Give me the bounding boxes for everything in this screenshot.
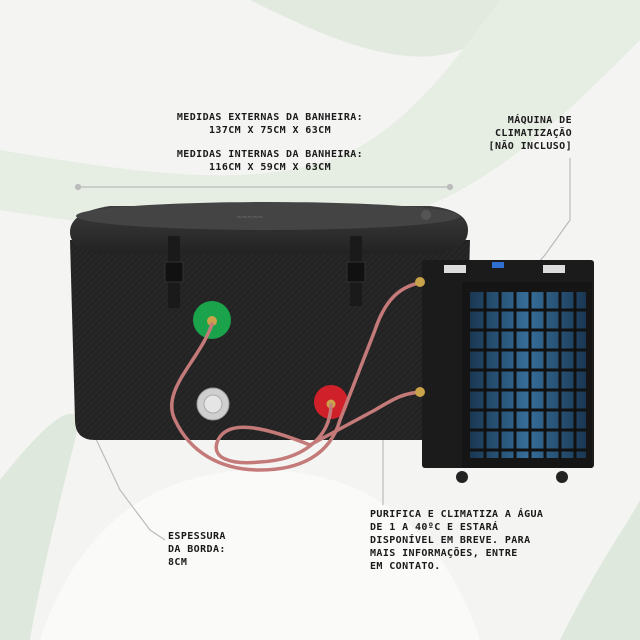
external-dimensions-label: MEDIDAS EXTERNAS DA BANHEIRA: 137CM X 75… xyxy=(170,111,370,137)
hose-red xyxy=(214,390,427,465)
purify-line3: DISPONÍVEL EM BREVE. PARA xyxy=(370,535,531,546)
chiller-wheel-left xyxy=(456,471,468,483)
purify-description: PURIFICA E CLIMATIZA A ÁGUA DE 1 A 40ºC … xyxy=(370,508,570,573)
purify-line2: DE 1 A 40ºC E ESTARÁ xyxy=(370,522,499,533)
drain-plug-inner xyxy=(203,394,223,414)
purify-line1: PURIFICA E CLIMATIZA A ÁGUA xyxy=(370,509,544,520)
tub-body-shade xyxy=(70,240,470,440)
machine-label-line3: [NÃO INCLUSO] xyxy=(488,141,572,152)
bg-white-arc xyxy=(40,470,480,640)
chiller-machine xyxy=(415,260,594,483)
external-dimensions-value: 137CM X 75CM X 63CM xyxy=(209,125,331,136)
chiller-wheel-right xyxy=(556,471,568,483)
internal-dimensions-label: MEDIDAS INTERNAS DA BANHEIRA: 116CM X 59… xyxy=(170,148,370,174)
bg-green-swoosh-bottom-right xyxy=(560,500,640,640)
machine-label-line2: CLIMATIZAÇÃO xyxy=(494,128,572,139)
border-label-line2: DA BORDA: xyxy=(168,544,226,555)
chiller-port-top xyxy=(415,277,425,287)
purify-line4: MAIS INFORMAÇÕES, ENTRE xyxy=(370,548,518,559)
internal-dimensions-value: 116CM X 59CM X 63CM xyxy=(209,162,331,173)
width-line-end-dot xyxy=(446,183,454,191)
machine-label: MÁQUINA DE CLIMATIZAÇÃO [NÃO INCLUSO] xyxy=(462,114,572,153)
width-line-start-dot xyxy=(74,183,82,191)
green-valve-fitting xyxy=(207,316,217,326)
border-label-line3: 8CM xyxy=(168,557,188,568)
border-thickness-label: ESPESSURA DA BORDA: 8CM xyxy=(168,530,268,569)
ice-bath-tub: ~~~~~ xyxy=(70,202,470,440)
machine-label-line1: MÁQUINA DE xyxy=(507,115,572,126)
hoses xyxy=(169,280,427,472)
lid-valve xyxy=(421,210,431,220)
border-label-line1: ESPESSURA xyxy=(168,531,226,542)
hose-green xyxy=(169,280,427,472)
tub-lid-top xyxy=(76,202,460,230)
bg-green-swoosh-bottom-left xyxy=(0,413,80,640)
chiller-coil-grid xyxy=(470,292,586,458)
strap-buckle-left xyxy=(164,261,184,283)
border-leader-line xyxy=(79,404,166,541)
strap-buckle-right xyxy=(346,261,366,283)
chiller-handle-right xyxy=(543,265,565,273)
purify-line5: EM CONTATO. xyxy=(370,561,441,572)
chiller-port-bottom xyxy=(415,387,425,397)
internal-dimensions-title: MEDIDAS INTERNAS DA BANHEIRA: xyxy=(176,149,364,160)
chiller-badge xyxy=(492,262,504,268)
bg-green-swoosh-top xyxy=(250,0,500,57)
bg-green-band xyxy=(0,0,640,231)
chiller-handle-left xyxy=(444,265,466,273)
lid-logo-mark: ~~~~~ xyxy=(237,212,263,222)
external-dimensions-title: MEDIDAS EXTERNAS DA BANHEIRA: xyxy=(176,112,364,123)
